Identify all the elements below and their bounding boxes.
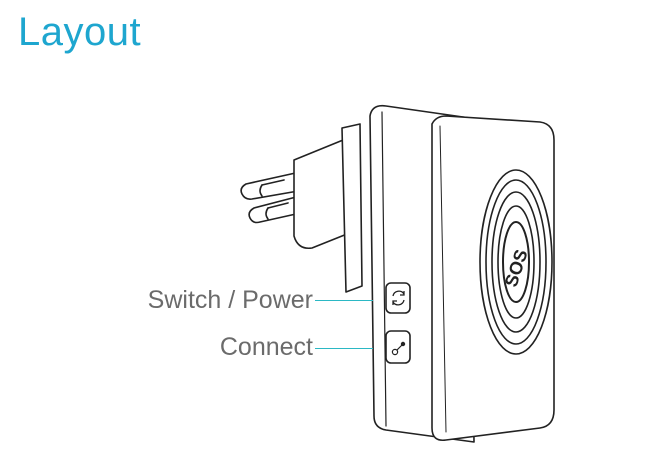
rear-plate — [341, 123, 363, 293]
plug-pins — [240, 171, 306, 224]
switch-power-leader-line — [315, 300, 373, 301]
connect-button[interactable] — [385, 330, 411, 364]
switch-power-label: Switch / Power — [147, 286, 313, 314]
plug-body — [293, 137, 353, 250]
switch-power-button[interactable] — [385, 282, 411, 314]
connect-leader-line — [315, 348, 373, 349]
pair-icon — [391, 341, 406, 356]
page-title: Layout — [18, 10, 142, 54]
refresh-icon — [392, 290, 405, 306]
sos-button-rings — [479, 169, 553, 355]
connect-label: Connect — [219, 333, 313, 361]
